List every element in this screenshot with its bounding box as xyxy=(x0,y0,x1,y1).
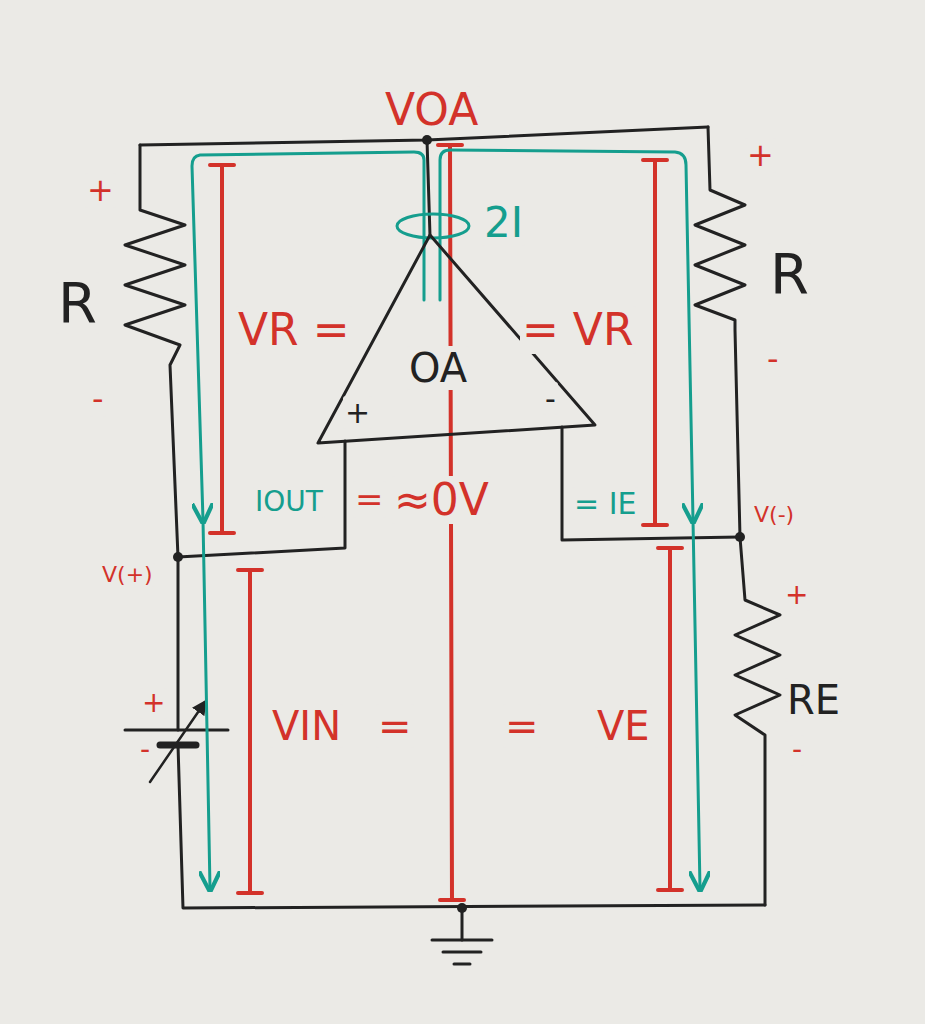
wire xyxy=(177,557,180,730)
resistor-symbol xyxy=(735,537,780,905)
polarity-sign: + xyxy=(783,580,810,611)
ground-symbol xyxy=(432,939,492,942)
part-name: R xyxy=(768,243,811,305)
node-voltage: VOA xyxy=(383,86,480,134)
pin-sign: + xyxy=(343,396,372,429)
equals-sign: = xyxy=(376,704,414,748)
voltage-bar xyxy=(210,165,234,533)
current-label: 2I xyxy=(482,200,525,246)
pin-sign: - xyxy=(543,382,558,415)
voltage-label: VE xyxy=(595,704,652,748)
voltage-label: ≈0V xyxy=(392,476,491,524)
voltage-bar xyxy=(643,160,667,525)
junction-dot xyxy=(457,903,467,913)
current-path xyxy=(440,150,693,520)
part-name: R xyxy=(56,272,99,334)
voltage-bar xyxy=(658,548,682,890)
equals-sign: = xyxy=(353,481,386,518)
voltage-label: VR = xyxy=(236,306,352,354)
junction-dot xyxy=(735,532,745,542)
voltage-label: = VR xyxy=(520,306,636,354)
battery-symbol xyxy=(125,729,228,732)
part-name: RE xyxy=(785,678,842,722)
current-loop xyxy=(397,214,469,238)
current-label: = IE xyxy=(572,487,638,520)
equals-sign: = xyxy=(503,704,541,748)
polarity-sign: - xyxy=(138,735,152,766)
polarity-sign: - xyxy=(765,342,781,377)
polarity-sign: - xyxy=(790,735,804,766)
polarity-sign: + xyxy=(745,138,776,173)
current-path xyxy=(693,520,700,888)
resistor-symbol xyxy=(695,127,745,537)
current-label: IOUT xyxy=(253,487,325,518)
polarity-sign: + xyxy=(140,688,167,719)
polarity-sign: + xyxy=(85,173,116,208)
node-voltage: V(-) xyxy=(752,503,796,527)
wire xyxy=(427,140,430,236)
voltage-label: VIN xyxy=(270,704,343,748)
wire xyxy=(178,745,765,908)
junction-dot xyxy=(422,135,432,145)
voltage-bar xyxy=(238,570,262,893)
ground-symbol xyxy=(443,951,481,954)
opamp-name: OA xyxy=(407,346,469,390)
junction-dot xyxy=(173,552,183,562)
resistor-symbol xyxy=(125,145,185,557)
polarity-sign: - xyxy=(90,382,106,417)
current-path xyxy=(203,520,210,888)
current-path xyxy=(192,152,424,520)
node-voltage: V(+) xyxy=(100,563,155,587)
ground-symbol xyxy=(454,963,470,966)
